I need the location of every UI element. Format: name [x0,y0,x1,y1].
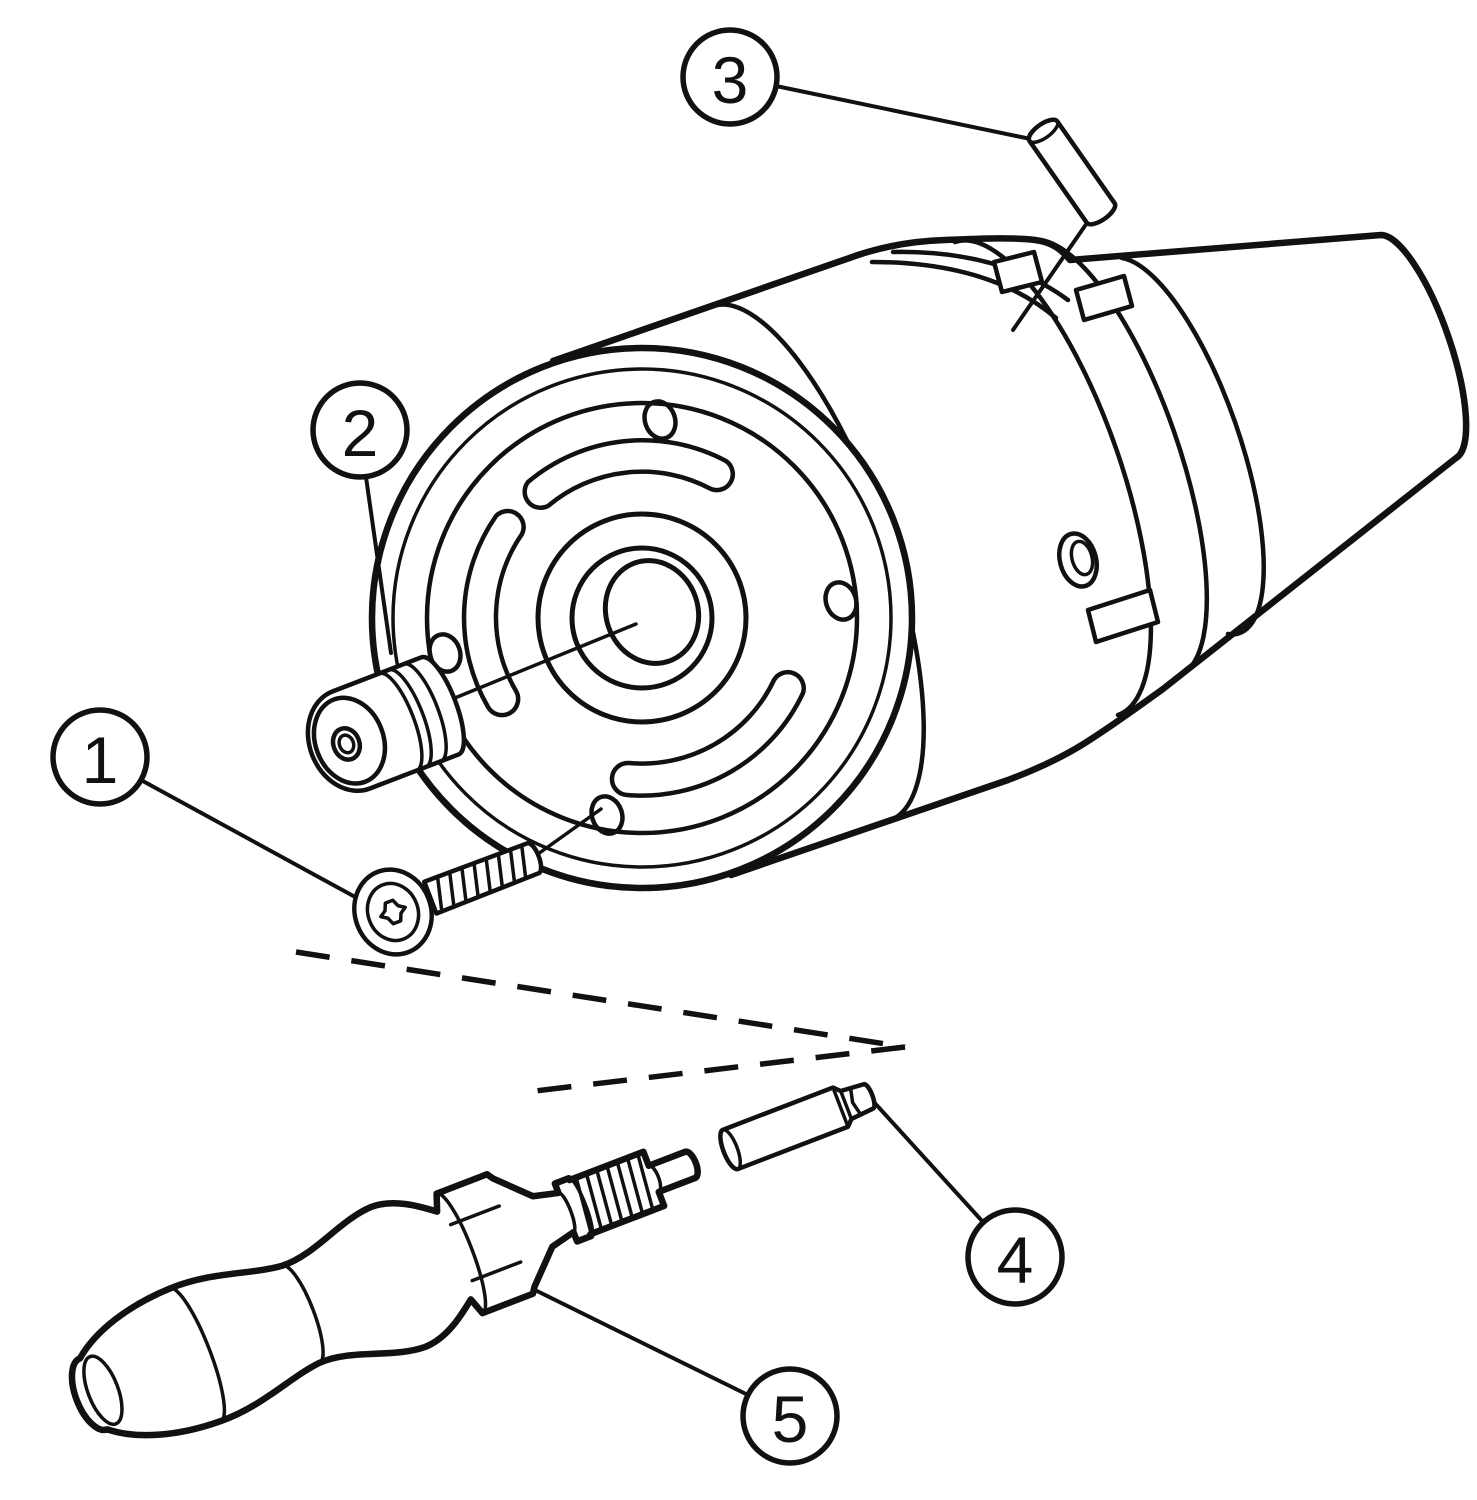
plug-front-face [311,695,388,786]
plug-alignment-line [443,622,638,704]
callout-3: 3 [680,27,780,127]
callout-2-label: 2 [342,396,379,470]
handle-tip-face [82,1354,124,1427]
cone-base-arc [1119,255,1267,637]
flange-side-hole [1057,531,1099,589]
pin-end-face [1027,117,1060,145]
handle-contour-front [168,1286,227,1423]
hex-collar-front-edge [434,1191,488,1315]
callout-5-leader [535,1289,750,1397]
screw-thread-lines [435,843,528,913]
screw-torx-recess [379,898,407,926]
plug-groove-2 [386,667,433,769]
handle-contour-waist [280,1263,325,1365]
plug-groove-3 [401,662,448,763]
bore-circle [569,545,715,691]
pilot-plug-part [305,654,467,793]
bit-step-line [831,1085,850,1129]
drive-slot-top [1073,273,1135,323]
callout-4-circle [965,1207,1065,1307]
pilot-step-edge [646,1163,663,1194]
face-hole-bottom [589,794,625,836]
dashed-segment-upper [295,949,906,1050]
pin-notch [991,249,1045,295]
face-slot-top [522,437,735,511]
callout-5: 5 [740,1366,840,1466]
flange-outer-edge [368,344,916,892]
handle-silhouette [68,1148,701,1439]
callout-2: 2 [310,380,410,480]
bore-through-hole [602,558,702,666]
alignment-dashed-line [295,949,906,1096]
face-slot-bottom-right [609,669,806,798]
callout-3-label: 3 [712,43,749,117]
stud-thread-lines [574,1152,655,1236]
stud-ring-edge-1 [556,1191,577,1234]
drive-slot-bottom [1085,587,1161,645]
callout-4: 4 [965,1207,1065,1307]
dashed-segment-lower [517,1044,906,1096]
callout-5-label: 5 [772,1382,809,1456]
plug-socket-hex [337,733,356,755]
callout-4-leader [870,1098,985,1224]
face-hole-right [823,580,859,622]
callout-5-circle [740,1366,840,1466]
hex-collar-facets [448,1204,523,1283]
callout-1-leader [139,778,359,900]
callout-2-leader [364,475,393,655]
flange-face [368,344,916,892]
callout-2-circle [310,380,410,480]
hub-circle [535,511,749,725]
screw-head-chamfer [365,881,421,943]
gripper-groove-arc-1 [869,259,1059,321]
gripper-groove-arc-2 [890,249,1071,303]
drive-pin-part [1026,117,1118,227]
torx-bit-part [718,1082,877,1172]
clamping-screw-part [352,840,544,957]
plug-groove-1 [377,671,424,773]
collar-back-rim-arc [952,238,1154,718]
flange-rim-ring [391,367,893,869]
callout-1-label: 1 [82,723,119,797]
screw-alignment-line [536,807,603,856]
driver-handle-part [68,1148,701,1439]
face-slot-left [461,508,526,718]
callout-3-leader [774,84,1047,144]
bit-torx-flutes [838,1087,862,1121]
plug-socket-hole [330,726,363,762]
callout-1: 1 [50,707,150,807]
pin-body [1026,117,1118,227]
bit-end-face [718,1127,743,1171]
face-hole-top [642,399,678,441]
callout-4-label: 4 [997,1223,1034,1297]
callout-3-leader-to-notch [1011,205,1100,332]
vflange-front-arc [1035,237,1210,673]
callout-1-circle [50,707,150,807]
recess-ring [424,400,860,836]
callout-3-circle [680,27,780,127]
flange-side-hole-inner [1069,539,1095,577]
